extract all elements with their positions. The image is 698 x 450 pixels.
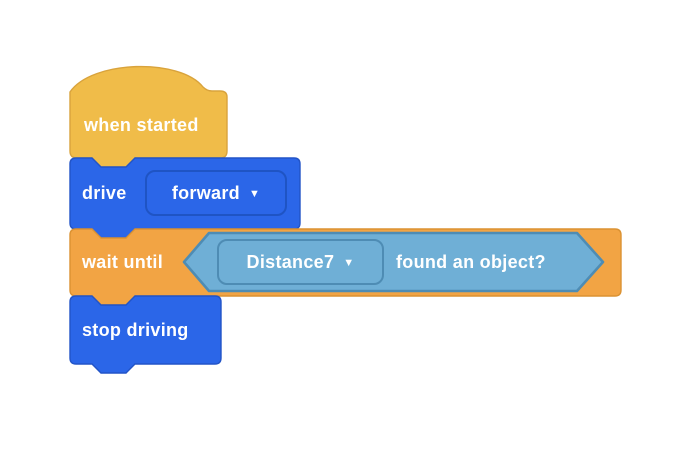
distance-sensor-value: Distance7 — [246, 251, 335, 272]
when-started-label: when started — [84, 115, 199, 135]
stop-driving-block[interactable] — [69, 295, 222, 374]
dropdown-caret-icon: ▼ — [248, 187, 261, 200]
drive-direction-value: forward — [171, 182, 240, 203]
drive-label: drive — [82, 183, 127, 203]
stop-driving-label: stop driving — [82, 320, 189, 340]
wait-until-label: wait until — [82, 252, 163, 272]
drive-direction-dropdown[interactable]: forward ▼ — [145, 170, 287, 216]
found-an-object-boolean-block[interactable] — [182, 231, 605, 293]
dropdown-caret-icon: ▼ — [343, 256, 355, 269]
found-an-object-label: found an object? — [396, 252, 546, 272]
distance-sensor-dropdown[interactable]: Distance7 ▼ — [217, 239, 384, 285]
